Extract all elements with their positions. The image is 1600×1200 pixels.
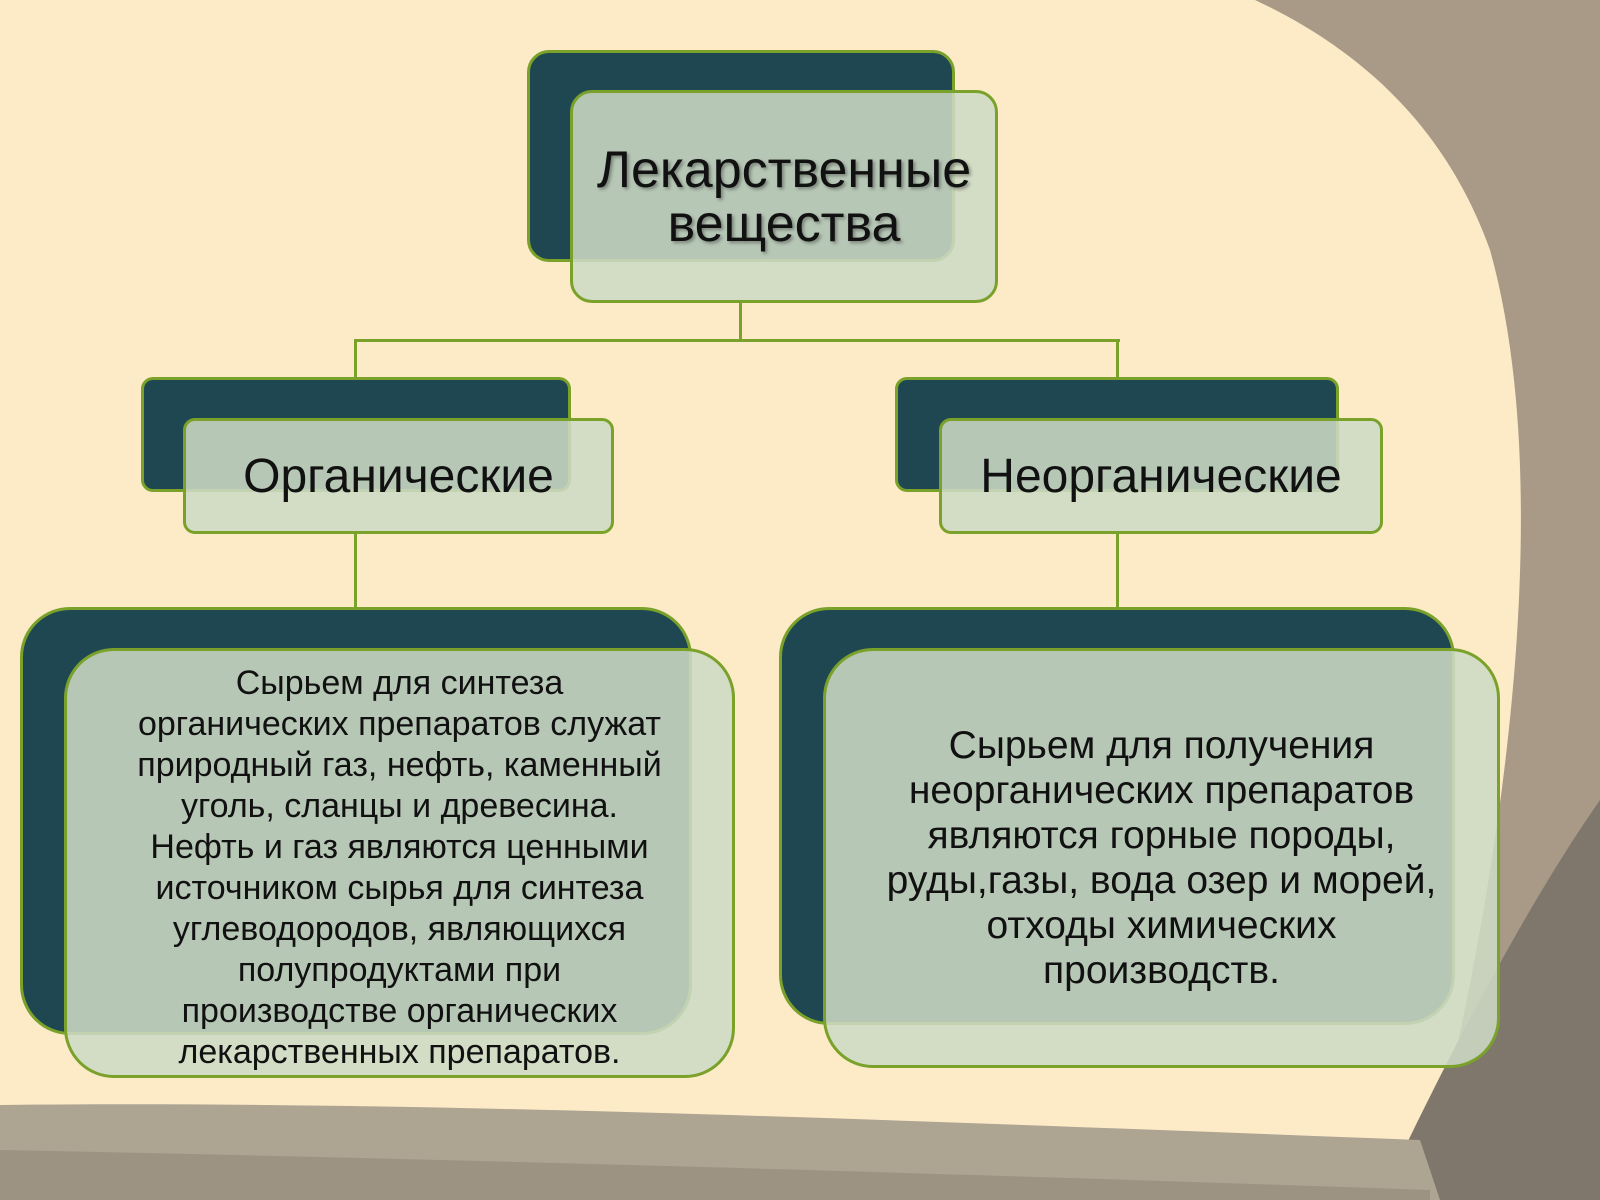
connector bbox=[1116, 339, 1119, 379]
inorganic-description: Сырьем для получения неорганических преп… bbox=[886, 724, 1437, 992]
organic-description: Сырьем для синтеза органических препарат… bbox=[137, 664, 662, 1071]
root-label-line2: вещества bbox=[667, 194, 901, 253]
inorganic-label: Неорганические bbox=[980, 449, 1342, 503]
connector bbox=[354, 339, 357, 379]
connector bbox=[354, 339, 1120, 342]
connector bbox=[739, 300, 742, 342]
organic-node: Органические bbox=[183, 418, 614, 534]
organic-label: Органические bbox=[243, 449, 554, 503]
inorganic-description-node: Сырьем для получения неорганических преп… bbox=[823, 648, 1500, 1068]
root-label-line1: Лекарственные bbox=[596, 140, 972, 199]
connector bbox=[354, 531, 357, 609]
connector bbox=[1116, 531, 1119, 609]
organic-description-node: Сырьем для синтеза органических препарат… bbox=[64, 648, 735, 1078]
inorganic-node: Неорганические bbox=[939, 418, 1383, 534]
